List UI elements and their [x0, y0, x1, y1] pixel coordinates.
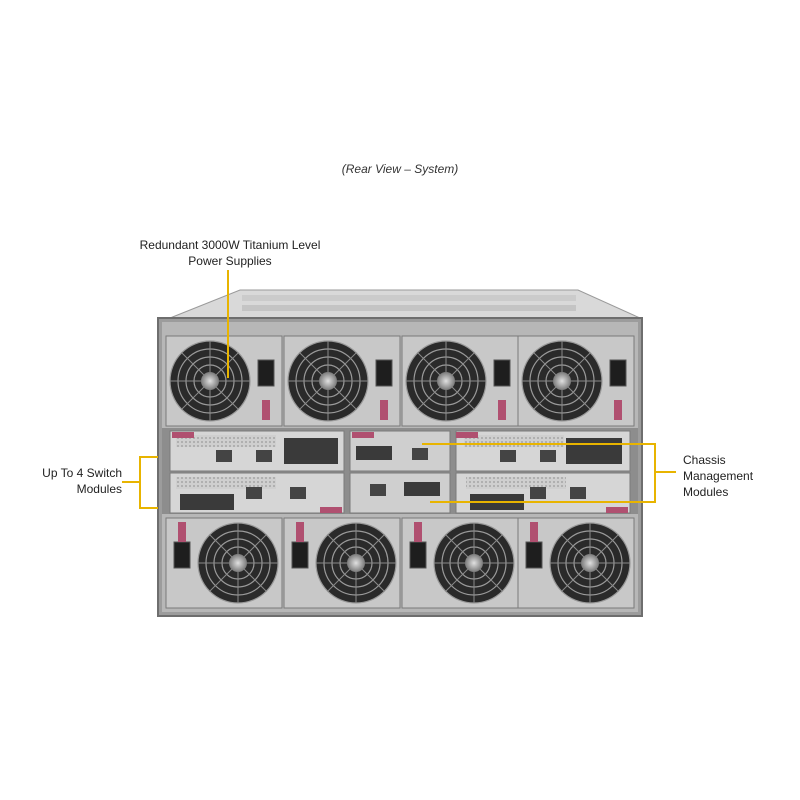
- power-supply-unit: [165, 335, 283, 427]
- callout-power-supplies-line1: Redundant 3000W Titanium Level: [139, 238, 321, 252]
- view-caption: (Rear View – System): [341, 162, 459, 176]
- callout-power-supplies: Redundant 3000W Titanium Level Power Sup…: [120, 237, 340, 269]
- callout-cmm: Chassis Management Modules: [683, 452, 793, 500]
- switch-module-left-bottom: [169, 472, 345, 514]
- callout-cmm-line3: Modules: [683, 485, 729, 499]
- switch-module-right-top: [455, 430, 631, 472]
- callout-power-supplies-line2: Power Supplies: [188, 254, 272, 268]
- callout-cmm-line1: Chassis: [683, 453, 726, 467]
- power-supply-unit: [283, 517, 401, 609]
- callout-switch-modules: Up To 4 Switch Modules: [20, 465, 122, 497]
- power-supply-unit: [401, 335, 519, 427]
- power-supply-unit: [517, 335, 635, 427]
- switch-module-left-top: [169, 430, 345, 472]
- cmm-module-top: [349, 430, 451, 472]
- power-supply-unit: [283, 335, 401, 427]
- power-supply-unit: [517, 517, 635, 609]
- callout-bracket-switch: [139, 456, 158, 509]
- power-supply-unit: [165, 517, 283, 609]
- switch-module-right-bottom: [455, 472, 631, 514]
- callout-switch-modules-line1: Up To 4 Switch: [42, 466, 122, 480]
- chassis-top-panel: [169, 289, 641, 319]
- power-supply-unit: [401, 517, 519, 609]
- cmm-module-bottom: [349, 472, 451, 514]
- callout-switch-modules-line2: Modules: [76, 482, 122, 496]
- callout-cmm-line2: Management: [683, 469, 754, 483]
